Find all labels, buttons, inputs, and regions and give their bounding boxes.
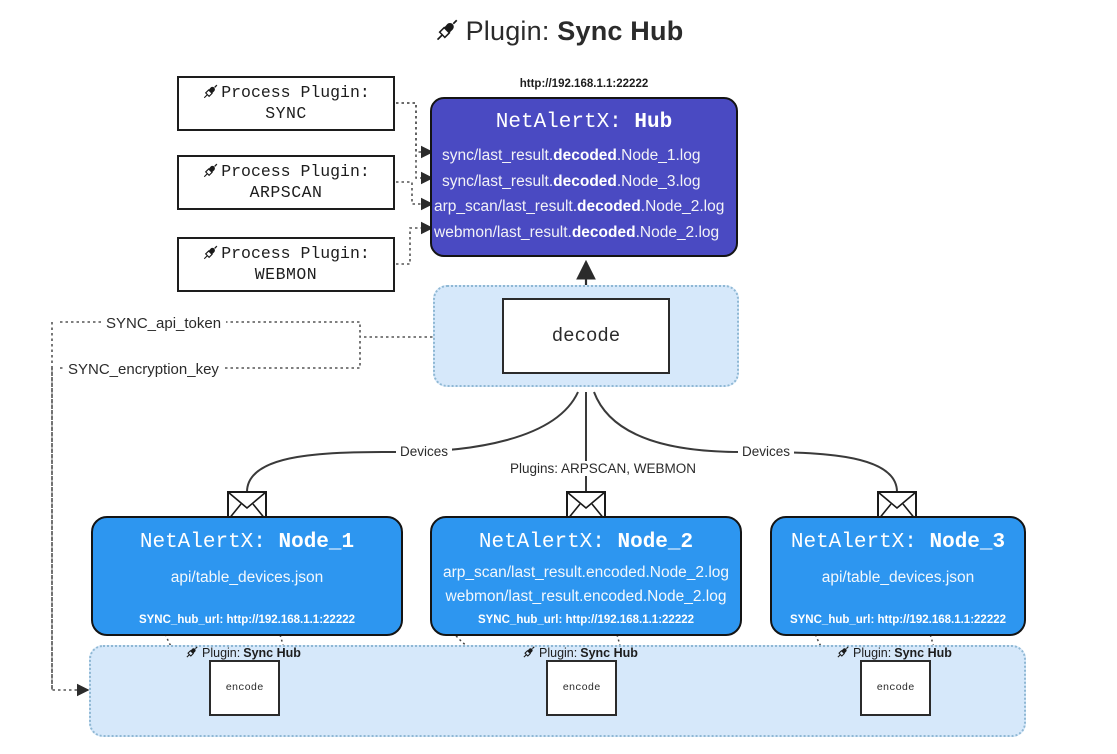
encoder-caption: Plugin: Sync Hub xyxy=(185,645,301,660)
log-bold: decoded xyxy=(553,172,617,190)
edge-label-devices-right: Devices xyxy=(738,444,795,459)
plug-icon xyxy=(434,17,460,50)
secret-label-api-token: SYNC_api_token xyxy=(101,315,227,332)
node-title-name: Node_1 xyxy=(278,531,355,554)
log-pre: sync/last_result. xyxy=(442,147,554,164)
encoder-caption-prefix: Plugin: xyxy=(202,645,241,660)
envelope-icon xyxy=(566,491,606,521)
hub-title-prefix: NetAlertX: xyxy=(495,111,622,134)
plug-icon xyxy=(202,162,219,182)
hub-url: http://192.168.1.1:22222 xyxy=(519,78,649,90)
hub-title: NetAlertX: Hub xyxy=(432,111,736,134)
hub-log-row: arp_scan/last_result.decoded.Node_2.log xyxy=(432,194,736,220)
decode-box[interactable]: decode xyxy=(502,298,670,374)
hub-node[interactable]: NetAlertX: Hub sync/last_result.decoded.… xyxy=(430,97,738,257)
process-plugin-sync[interactable]: Process Plugin: SYNC xyxy=(177,76,395,131)
edge-label-devices-left: Devices xyxy=(396,444,453,459)
node-url-key: SYNC_hub_url: xyxy=(789,614,875,626)
node-title-prefix: NetAlertX: xyxy=(790,531,917,554)
plug-icon xyxy=(202,83,219,103)
plug-icon xyxy=(202,244,219,264)
plug-icon xyxy=(522,645,536,660)
log-pre: sync/last_result. xyxy=(442,172,554,190)
log-bold: decoded xyxy=(577,198,641,216)
encoder-caption-prefix: Plugin: xyxy=(539,645,578,660)
node-url-value: http://192.168.1.1:22222 xyxy=(565,614,695,626)
hub-log-row: webmon/last_result.decoded.Node_2.log xyxy=(432,220,736,246)
encoder-caption-name: Sync Hub xyxy=(243,645,301,660)
hub-title-name: Hub xyxy=(634,111,673,134)
node-line: api/table_devices.json xyxy=(170,569,324,586)
encode-box[interactable]: encode xyxy=(860,660,931,716)
envelope-icon xyxy=(227,491,267,521)
process-plugin-arpscan[interactable]: Process Plugin: ARPSCAN xyxy=(177,155,395,210)
process-plugin-name: ARPSCAN xyxy=(249,182,323,202)
node-url: SYNC_hub_url: http://192.168.1.1:22222 xyxy=(93,614,401,626)
log-pre: arp_scan/last_result. xyxy=(434,198,578,216)
process-plugin-label: Process Plugin: xyxy=(221,83,370,103)
node-title-name: Node_2 xyxy=(617,531,694,554)
encoder-caption-name: Sync Hub xyxy=(580,645,638,660)
process-plugin-label: Process Plugin: xyxy=(221,162,370,182)
process-plugin-name: WEBMON xyxy=(254,264,318,284)
node-line: webmon/last_result.encoded.Node_2.log xyxy=(445,588,727,605)
hub-log-row: sync/last_result.decoded.Node_1.log xyxy=(432,143,736,169)
node-title-prefix: NetAlertX: xyxy=(139,531,266,554)
node-url-key: SYNC_hub_url: xyxy=(138,614,224,626)
title-name: Sync Hub xyxy=(557,16,684,46)
edge-label-plugins-center: Plugins: ARPSCAN, WEBMON xyxy=(506,461,701,476)
encode-box[interactable]: encode xyxy=(209,660,280,716)
page-title: Plugin: Sync Hub xyxy=(0,16,1117,50)
node-title: NetAlertX: Node_3 xyxy=(772,531,1024,554)
node-box-node2[interactable]: NetAlertX: Node_2 arp_scan/last_result.e… xyxy=(430,516,742,636)
encoder-caption: Plugin: Sync Hub xyxy=(836,645,952,660)
node-title: NetAlertX: Node_2 xyxy=(432,531,740,554)
node-box-node1[interactable]: NetAlertX: Node_1 api/table_devices.json… xyxy=(91,516,403,636)
plug-icon xyxy=(836,645,850,660)
log-bold: decoded xyxy=(571,224,636,242)
node-line: arp_scan/last_result.encoded.Node_2.log xyxy=(442,564,730,581)
node-title-name: Node_3 xyxy=(929,531,1006,554)
node-url: SYNC_hub_url: http://192.168.1.1:22222 xyxy=(432,614,740,626)
process-plugin-name: SYNC xyxy=(265,103,307,123)
node-title: NetAlertX: Node_1 xyxy=(93,531,401,554)
log-post: .Node_1.log xyxy=(616,147,701,164)
envelope-icon xyxy=(877,491,917,521)
node-url-value: http://192.168.1.1:22222 xyxy=(877,614,1007,626)
log-post: .Node_2.log xyxy=(635,224,720,242)
node-url-key: SYNC_hub_url: xyxy=(477,614,563,626)
hub-log-row: sync/last_result.decoded.Node_3.log xyxy=(432,169,736,195)
encoder-caption-name: Sync Hub xyxy=(894,645,952,660)
node-box-node3[interactable]: NetAlertX: Node_3 api/table_devices.json… xyxy=(770,516,1026,636)
node-url: SYNC_hub_url: http://192.168.1.1:22222 xyxy=(772,614,1024,626)
log-post: .Node_2.log xyxy=(640,198,725,216)
encode-box[interactable]: encode xyxy=(546,660,617,716)
secret-label-encryption-key: SYNC_encryption_key xyxy=(63,361,224,378)
encoder-caption: Plugin: Sync Hub xyxy=(522,645,638,660)
node-line: api/table_devices.json xyxy=(821,569,975,586)
log-pre: webmon/last_result. xyxy=(434,224,572,242)
process-plugin-webmon[interactable]: Process Plugin: WEBMON xyxy=(177,237,395,292)
encoder-caption-prefix: Plugin: xyxy=(853,645,892,660)
node-url-value: http://192.168.1.1:22222 xyxy=(226,614,356,626)
log-bold: decoded xyxy=(553,147,617,164)
process-plugin-label: Process Plugin: xyxy=(221,244,370,264)
log-post: .Node_3.log xyxy=(616,172,701,190)
plug-icon xyxy=(185,645,199,660)
node-title-prefix: NetAlertX: xyxy=(478,531,605,554)
title-prefix: Plugin: xyxy=(465,16,550,46)
